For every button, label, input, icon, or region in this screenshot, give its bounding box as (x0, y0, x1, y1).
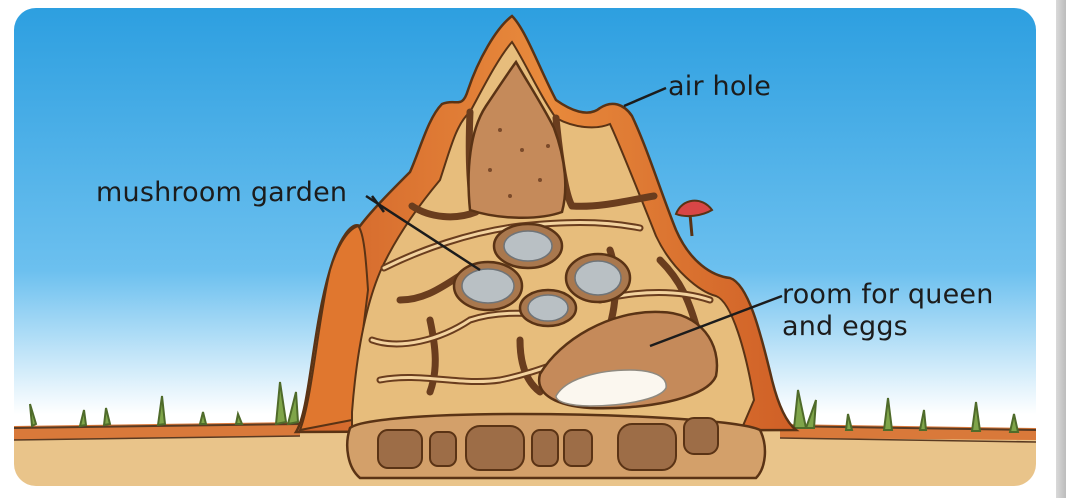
label-mushroom-garden: mushroom garden (96, 178, 347, 208)
label-room-line2: and eggs (782, 312, 908, 342)
page-edge (1056, 0, 1066, 498)
label-room-line1: room for queen (782, 280, 994, 310)
label-air-hole: air hole (668, 72, 771, 102)
